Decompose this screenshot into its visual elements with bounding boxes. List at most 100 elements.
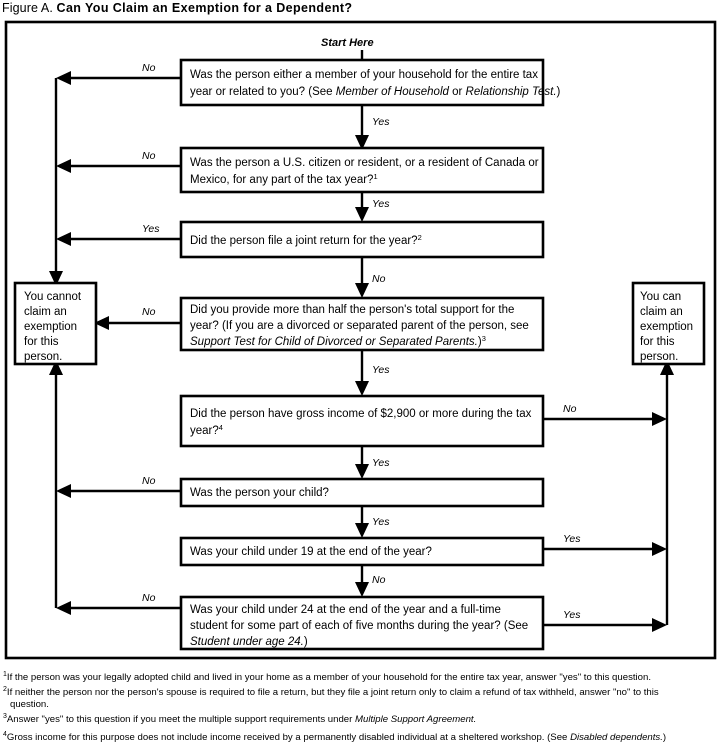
q3-no-label: No xyxy=(372,273,386,285)
left-trunk-lower-arrowhead xyxy=(49,360,63,375)
q1-line-2-italic-2: Relationship Test. xyxy=(466,86,557,98)
q7-yes-arrowhead xyxy=(652,542,667,556)
q2-line-2a: Mexico, for any part of the tax year? xyxy=(190,174,373,186)
q1-line-2c: ) xyxy=(557,86,561,98)
cannot-line-1: You cannot xyxy=(24,291,82,303)
q4-superscript: 3 xyxy=(482,334,486,343)
footnote-4-line-1c: ) xyxy=(663,732,666,743)
q3-yes-label: Yes xyxy=(142,223,160,235)
q4-line-3c: ) xyxy=(478,336,482,348)
q2-yes-arrowhead xyxy=(355,207,369,222)
question-box-3[interactable] xyxy=(179,220,545,259)
footnote-3: 3Answer "yes" to this question if you me… xyxy=(3,713,476,725)
terminal-can-claim-box[interactable] xyxy=(631,281,706,366)
footnote-2: 2If neither the person nor the person's … xyxy=(3,686,661,710)
question-box-6[interactable] xyxy=(179,477,545,508)
q1-line-2a: year or related to you? (See xyxy=(190,86,336,98)
q4-line-1: Did you provide more than half the perso… xyxy=(190,304,514,316)
q4-line-3-italic: Support Test for Child of Divorced or Se… xyxy=(190,336,478,348)
q2-line-1: Was the person a U.S. citizen or residen… xyxy=(190,157,539,169)
q4-no-arrowhead xyxy=(94,316,109,330)
footnote-2-line-1: If neither the person nor the person's s… xyxy=(7,687,659,698)
q4-yes-arrowhead xyxy=(355,381,369,396)
footnote-4: 4Gross income for this purpose does not … xyxy=(3,731,666,743)
q8-no-label: No xyxy=(142,592,156,604)
terminal-can-claim-text: You can claim an exemption for this pers… xyxy=(640,291,696,363)
question-6-text: Was the person your child? xyxy=(190,487,329,499)
q2-no-label: No xyxy=(142,150,156,162)
can-line-2: claim an xyxy=(640,306,683,318)
question-box-7[interactable] xyxy=(179,536,545,567)
left-trunk-upper-arrowhead xyxy=(49,271,63,286)
footnote-3-marker: 3 xyxy=(3,713,7,720)
q8-line-2: student for some part of each of five mo… xyxy=(190,620,528,632)
question-box-5[interactable] xyxy=(179,394,545,448)
footnote-2-marker: 2 xyxy=(3,686,7,693)
q6-no-arrowhead xyxy=(56,484,71,498)
q1-line-2-italic-1: Member of Household xyxy=(336,86,450,98)
question-4-text: Did you provide more than half the perso… xyxy=(190,304,532,348)
q1-yes-label: Yes xyxy=(372,116,390,128)
can-line-4: for this xyxy=(640,336,675,348)
start-here-label: Start Here xyxy=(321,37,374,49)
footnote-4-line-1a: Gross income for this purpose does not i… xyxy=(7,732,570,743)
footnote-3-line-1a: Answer "yes" to this question if you mee… xyxy=(7,714,355,725)
q5-no-arrowhead xyxy=(652,412,667,426)
q1-no-arrowhead xyxy=(56,71,71,85)
q7-line-1: Was your child under 19 at the end of th… xyxy=(190,546,432,558)
q7-yes-label: Yes xyxy=(563,533,581,545)
q3-yes-arrowhead xyxy=(56,232,71,246)
can-line-5: person. xyxy=(640,351,678,363)
footnote-3-line-1-italic: Multiple Support Agreement. xyxy=(355,714,476,725)
cannot-line-5: person. xyxy=(24,351,62,363)
footnote-4-line-1-italic: Disabled dependents. xyxy=(570,732,663,743)
q6-line-1: Was the person your child? xyxy=(190,487,329,499)
question-8-text: Was your child under 24 at the end of th… xyxy=(190,604,531,648)
q5-yes-arrowhead xyxy=(355,464,369,479)
page-title: Figure A. Can You Claim an Exemption for… xyxy=(2,1,352,15)
question-7-text: Was your child under 19 at the end of th… xyxy=(190,546,432,558)
terminal-cannot-claim-text: You cannot claim an exemption for this p… xyxy=(24,291,84,363)
q5-yes-label: Yes xyxy=(372,457,390,469)
figure-title-text: Can You Claim an Exemption for a Depende… xyxy=(56,1,353,15)
q2-superscript: 1 xyxy=(373,172,377,181)
q5-line-2a: year? xyxy=(190,425,219,437)
q1-line-1: Was the person either a member of your h… xyxy=(190,69,538,81)
can-line-1: You can xyxy=(640,291,681,303)
q8-line-1: Was your child under 24 at the end of th… xyxy=(190,604,501,616)
q1-line-2b: or xyxy=(449,86,466,98)
chart-frame xyxy=(4,20,717,660)
q6-yes-arrowhead xyxy=(355,523,369,538)
q3-line-1: Did the person file a joint return for t… xyxy=(190,235,418,247)
q3-superscript: 2 xyxy=(418,233,422,242)
right-trunk-arrowhead xyxy=(660,360,674,375)
question-3-text: Did the person file a joint return for t… xyxy=(190,233,422,247)
question-box-2[interactable] xyxy=(179,146,545,194)
figure-label: Figure A. xyxy=(2,1,53,15)
cannot-line-2: claim an xyxy=(24,306,67,318)
q4-line-2: year? (If you are a divorced or separate… xyxy=(190,320,529,332)
q8-line-3c: ) xyxy=(304,636,308,648)
q8-no-arrowhead xyxy=(56,601,71,615)
question-box-4[interactable] xyxy=(179,296,545,352)
cannot-line-4: for this xyxy=(24,336,59,348)
cannot-line-3: exemption xyxy=(24,321,77,333)
footnote-1-marker: 1 xyxy=(3,671,7,678)
q6-yes-label: Yes xyxy=(372,516,390,528)
q7-no-arrowhead xyxy=(355,582,369,597)
q2-yes-label: Yes xyxy=(372,198,390,210)
q3-no-arrowhead xyxy=(355,283,369,298)
question-box-8[interactable] xyxy=(179,595,545,651)
footnote-1-line-1: If the person was your legally adopted c… xyxy=(7,672,651,683)
footnote-1: 1If the person was your legally adopted … xyxy=(3,671,651,683)
q8-yes-arrowhead xyxy=(652,618,667,632)
q1-yes-arrowhead xyxy=(355,135,369,150)
q8-line-3-italic: Student under age 24. xyxy=(190,636,304,648)
question-box-1[interactable] xyxy=(179,58,545,107)
q5-superscript: 4 xyxy=(219,423,223,432)
can-line-3: exemption xyxy=(640,321,693,333)
question-5-text: Did the person have gross income of $2,9… xyxy=(190,408,535,437)
terminal-cannot-claim-box[interactable] xyxy=(13,281,98,366)
question-2-text: Was the person a U.S. citizen or residen… xyxy=(190,157,542,186)
